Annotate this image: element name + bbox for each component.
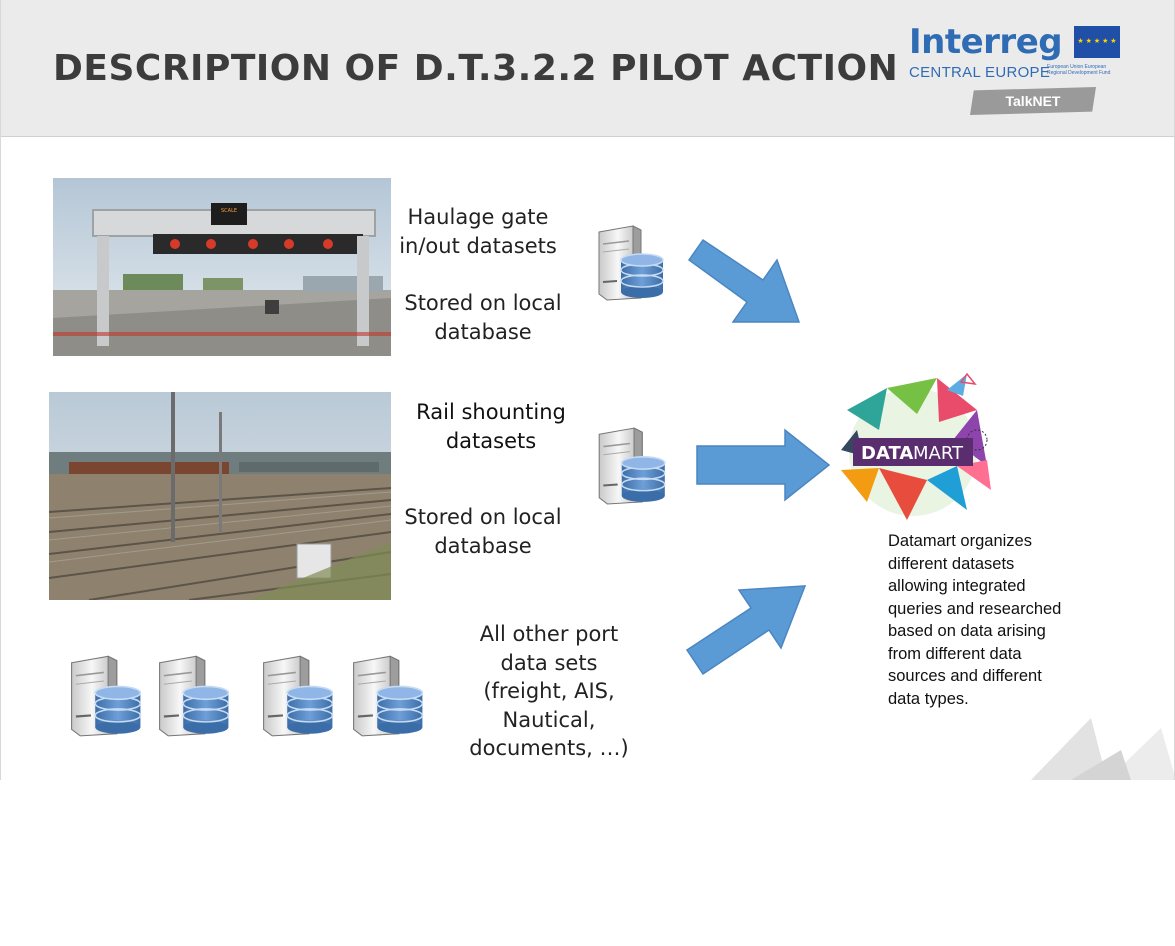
server-database-icon bbox=[255, 652, 341, 738]
arrow-icon bbox=[687, 238, 801, 323]
datamart-logo-light: MART bbox=[913, 443, 964, 464]
interreg-logo: Interreg CENTRAL EUROPE ★ ★ ★ ★ ★ Europe… bbox=[906, 22, 1121, 122]
row2-label: Rail shounting datasets bbox=[416, 400, 566, 453]
arrow-icon bbox=[685, 585, 807, 676]
haulage-gate-photo: SCALE bbox=[53, 178, 391, 356]
eu-flag-icon: ★ ★ ★ ★ ★ bbox=[1074, 26, 1120, 58]
row1-storage: Stored on local database bbox=[404, 291, 562, 344]
datamart-logo: DATA MART bbox=[841, 372, 991, 520]
corner-decoration bbox=[1031, 718, 1174, 780]
server-database-icon bbox=[345, 652, 431, 738]
datamart-logo-bold: DATA bbox=[861, 443, 913, 464]
row1-label: Haulage gate in/out datasets bbox=[399, 205, 557, 258]
rail-yard-photo bbox=[49, 392, 391, 600]
server-database-icon bbox=[591, 424, 673, 506]
row2-storage: Stored on local database bbox=[404, 505, 562, 558]
server-database-icon bbox=[151, 652, 237, 738]
server-database-icon bbox=[63, 652, 149, 738]
logo-brand: Interreg bbox=[909, 22, 1063, 62]
logo-region: CENTRAL EUROPE bbox=[909, 64, 1051, 81]
arrow-icon bbox=[696, 428, 831, 502]
slide-title: DESCRIPTION OF D.T.3.2.2 PILOT ACTION bbox=[53, 48, 899, 89]
row3-label: All other port data sets (freight, AIS, … bbox=[469, 622, 629, 760]
server-database-icon bbox=[591, 222, 671, 302]
slide: DESCRIPTION OF D.T.3.2.2 PILOT ACTION In… bbox=[0, 0, 1175, 780]
slide-header: DESCRIPTION OF D.T.3.2.2 PILOT ACTION In… bbox=[1, 0, 1174, 137]
logo-eu-text: European Union European Regional Develop… bbox=[1047, 64, 1111, 76]
logo-project-tag: TalkNET bbox=[970, 87, 1096, 115]
gate-sign-text: SCALE bbox=[221, 208, 237, 214]
datamart-description: Datamart organizes different datasets al… bbox=[888, 532, 1062, 708]
